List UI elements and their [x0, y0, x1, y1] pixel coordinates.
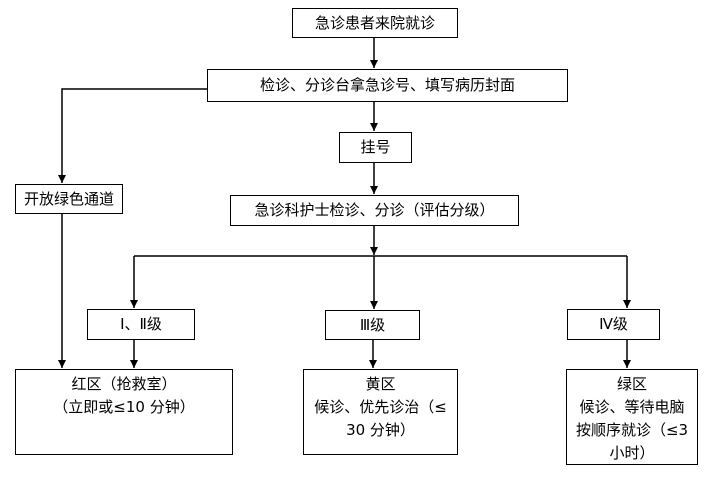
node-level-3-label: Ⅲ级 [359, 315, 386, 334]
node-register-label: 挂号 [360, 138, 391, 156]
node-green-zone: 绿区 候诊、等待电脑 按顺序就诊（≤3 小时） [566, 369, 698, 465]
node-level-3: Ⅲ级 [325, 310, 420, 340]
node-triage-desk-label: 检诊、分诊台拿急诊号、填写病历封面 [259, 76, 515, 94]
node-level-4: Ⅳ级 [567, 309, 660, 340]
node-yellow-zone-label: 黄区 候诊、优先诊治（≤ 30 分钟） [314, 375, 447, 439]
connector-triage-desk-to-green-channel [58, 88, 207, 183]
node-green-channel: 开放绿色通道 [15, 184, 123, 214]
node-red-zone-label: 红区（抢救室） （立即或≤10 分钟） [53, 375, 195, 416]
node-nurse-triage-label: 急诊科护士检诊、分诊（评估分级） [254, 201, 495, 219]
node-arrival-label: 急诊患者来院就诊 [314, 13, 435, 32]
node-nurse-triage: 急诊科护士检诊、分诊（评估分级） [230, 195, 519, 226]
node-green-channel-label: 开放绿色通道 [23, 189, 114, 208]
node-yellow-zone: 黄区 候诊、优先诊治（≤ 30 分钟） [303, 369, 458, 455]
node-triage-desk: 检诊、分诊台拿急诊号、填写病历封面 [207, 69, 568, 102]
node-level-1-2: Ⅰ、Ⅱ级 [87, 309, 195, 340]
node-level-1-2-label: Ⅰ、Ⅱ级 [120, 315, 162, 333]
node-red-zone: 红区（抢救室） （立即或≤10 分钟） [15, 369, 233, 455]
node-arrival: 急诊患者来院就诊 [292, 8, 458, 38]
node-level-4-label: Ⅳ级 [599, 315, 628, 333]
node-register: 挂号 [339, 132, 412, 163]
node-green-zone-label: 绿区 候诊、等待电脑 按顺序就诊（≤3 小时） [575, 375, 689, 462]
